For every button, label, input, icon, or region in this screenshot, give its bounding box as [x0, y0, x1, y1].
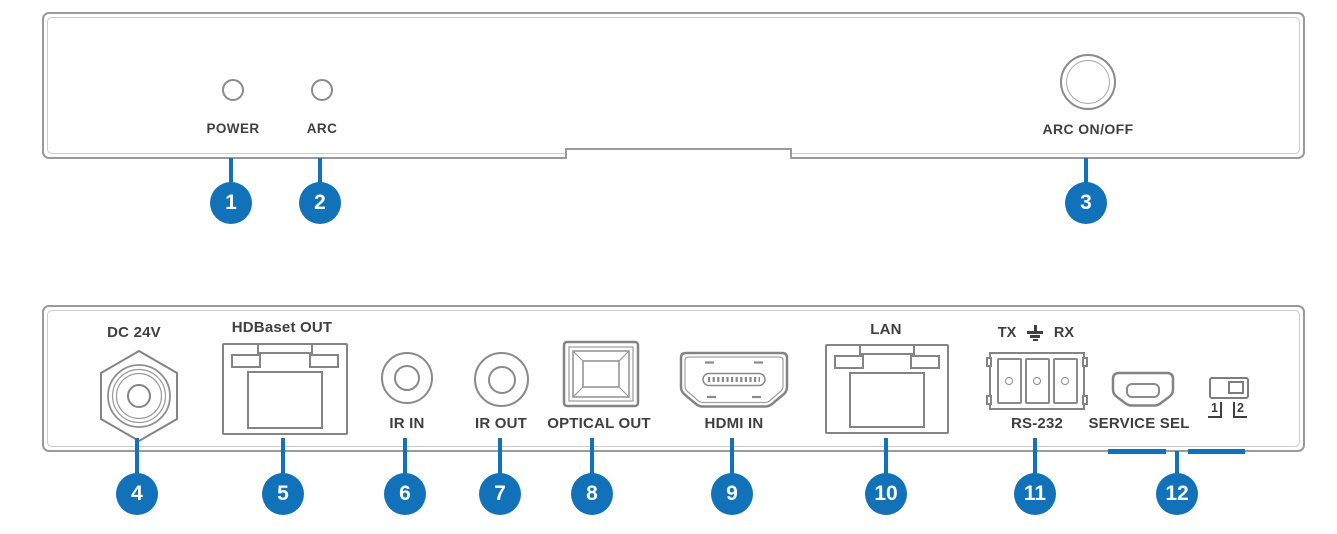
rj45-tab-right	[910, 355, 940, 369]
callout-stem-5	[281, 438, 285, 475]
ir-out-jack-hole	[487, 365, 516, 394]
callout-11: 11	[1014, 473, 1056, 515]
power-led-label: POWER	[206, 121, 260, 136]
ir-in-jack-icon	[381, 352, 433, 404]
rj45-tab-right	[309, 354, 339, 368]
ir-in-jack-hole	[394, 365, 420, 391]
callout-12-bracket-left	[1108, 449, 1166, 454]
rj45-tab-left	[231, 354, 261, 368]
rs232-label: RS-232	[1010, 415, 1064, 432]
front-panel-notch	[565, 148, 792, 159]
hdbaset-out-port-icon	[222, 343, 348, 435]
service-usb-port-icon	[1111, 371, 1175, 407]
callout-8: 8	[571, 473, 613, 515]
service-sel-label: SERVICE SEL	[1088, 415, 1190, 432]
rs232-terminal-block-icon	[986, 352, 1088, 410]
hdmi-in-port-icon	[679, 351, 789, 408]
callout-stem-2	[318, 158, 322, 184]
rj45-opening	[849, 372, 925, 428]
arc-led-label: ARC	[306, 121, 338, 136]
front-panel: POWER ARC ARC ON/OFF	[42, 12, 1305, 159]
callout-stem-3	[1084, 158, 1088, 184]
mode-switch-knob	[1228, 381, 1244, 394]
rj45-opening	[247, 371, 323, 429]
ir-in-label: IR IN	[389, 415, 425, 432]
lan-label: LAN	[870, 321, 902, 338]
callout-7: 7	[479, 473, 521, 515]
dc-power-jack-icon	[100, 349, 178, 443]
arc-led-icon	[311, 79, 333, 101]
callout-stem-1	[229, 158, 233, 184]
rj45-tab-left	[834, 355, 864, 369]
rs232-rx-label: RX	[1053, 325, 1075, 341]
hdbaset-out-label: HDBaset OUT	[231, 319, 333, 336]
callout-stem-7	[498, 438, 502, 475]
ir-out-jack-icon	[474, 352, 529, 407]
callout-12: 12	[1156, 473, 1198, 515]
arc-on-off-button-cap	[1066, 60, 1110, 104]
callout-1: 1	[210, 182, 252, 224]
callout-stem-10	[884, 438, 888, 475]
optical-out-label: OPTICAL OUT	[547, 415, 651, 432]
ir-out-label: IR OUT	[474, 415, 528, 432]
lan-port-icon	[825, 344, 949, 434]
callout-stem-12	[1175, 451, 1179, 475]
optical-out-port-icon	[562, 340, 640, 408]
switch-pos2-label: 2	[1233, 402, 1247, 418]
rs232-pin-rx	[1052, 358, 1078, 404]
mode-switch-icon	[1209, 377, 1249, 399]
callout-4: 4	[116, 473, 158, 515]
rj45-key	[257, 345, 313, 354]
arc-on-off-button	[1060, 54, 1116, 110]
hdmi-in-label: HDMI IN	[704, 415, 764, 432]
callout-5: 5	[262, 473, 304, 515]
rs232-pin-tx	[996, 358, 1022, 404]
power-led-icon	[222, 79, 244, 101]
rs232-tx-label: TX	[997, 325, 1017, 341]
back-panel: DC 24V HDBaset OUT IR IN IR OUT	[42, 305, 1305, 452]
callout-10: 10	[865, 473, 907, 515]
callout-9: 9	[711, 473, 753, 515]
callout-stem-8	[590, 438, 594, 475]
dc-power-label: DC 24V	[107, 324, 161, 341]
ground-icon	[1026, 325, 1044, 341]
rj45-key	[859, 346, 915, 355]
callout-stem-4	[135, 438, 139, 475]
callout-stem-11	[1033, 438, 1037, 475]
arc-button-label: ARC ON/OFF	[1042, 121, 1134, 137]
callout-stem-6	[403, 438, 407, 475]
switch-pos1-label: 1	[1208, 402, 1222, 418]
callout-12-bracket-right	[1188, 449, 1245, 454]
callout-6: 6	[384, 473, 426, 515]
callout-2: 2	[299, 182, 341, 224]
callout-3: 3	[1065, 182, 1107, 224]
rs232-pin-gnd	[1024, 358, 1050, 404]
callout-stem-9	[730, 438, 734, 475]
